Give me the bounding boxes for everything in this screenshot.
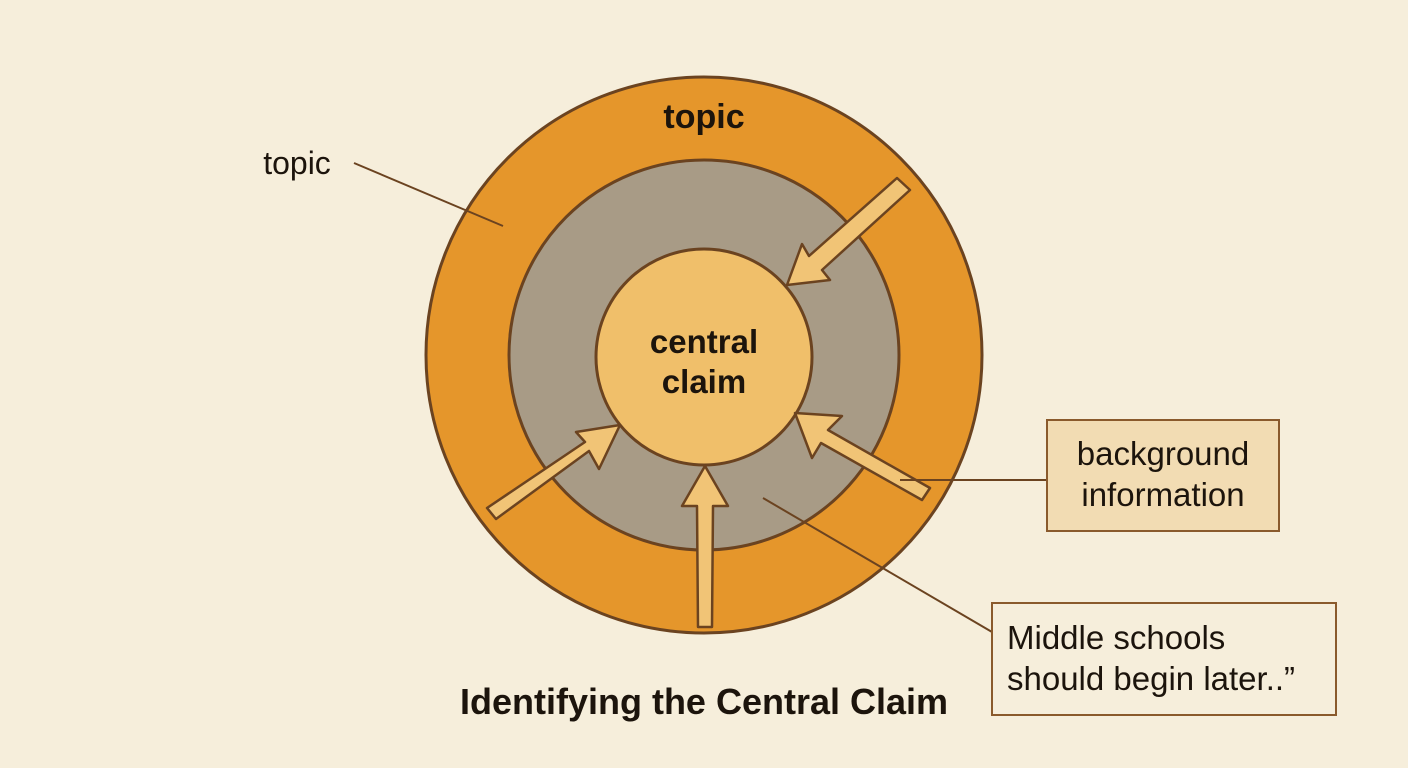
central-claim-label-line2: claim: [662, 363, 746, 400]
arrow-bottom: [680, 464, 730, 629]
diagram-title: Identifying the Central Claim: [460, 681, 948, 722]
example-claim-box: [991, 602, 1337, 716]
example-claim-line2: should begin later..”: [1007, 660, 1295, 697]
background-info-line1: background: [1077, 435, 1249, 472]
central-claim-circle: [594, 247, 814, 467]
topic-leader-line: [353, 162, 504, 227]
background-info-line2: information: [1081, 476, 1244, 513]
example-claim-line1: Middle schools: [1007, 619, 1225, 656]
example-leader-line: [762, 497, 993, 633]
background-info-box: [1046, 419, 1280, 532]
arrow-top-right: [785, 176, 912, 287]
central-claim-label-line1: central: [650, 323, 758, 360]
arrow-bottom-right: [793, 411, 932, 502]
outer-ring-label: topic: [663, 98, 744, 136]
arrow-bottom-left: [485, 423, 622, 521]
side-topic-label: topic: [263, 145, 331, 181]
